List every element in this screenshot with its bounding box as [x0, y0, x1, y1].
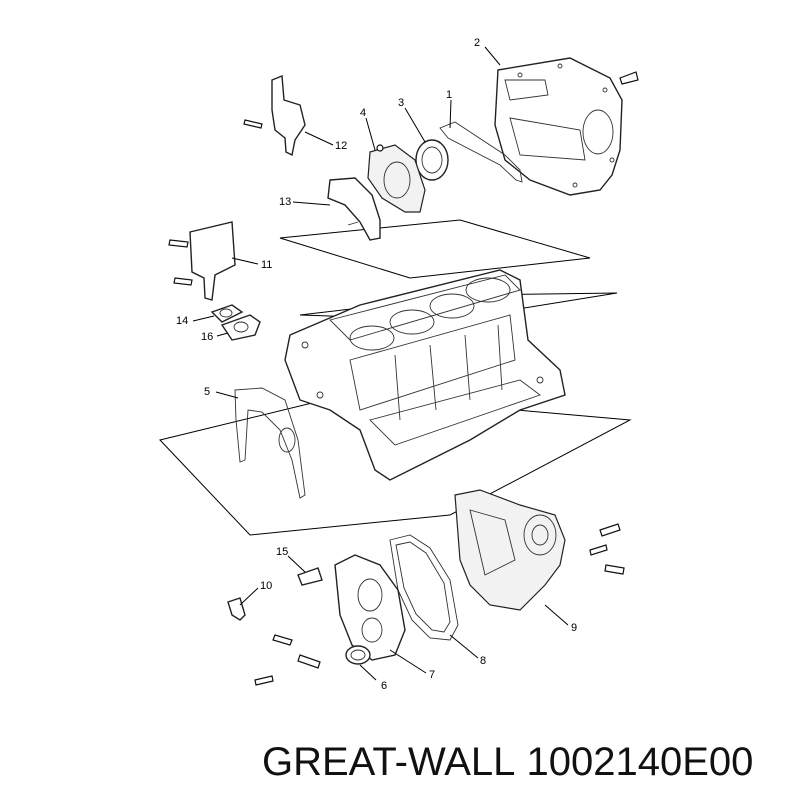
- upper-assembly-plane: [279, 219, 591, 279]
- part-14-flange: [210, 304, 244, 323]
- callout-16: 16: [201, 331, 213, 343]
- part-9-timing-chain-case: [454, 489, 625, 611]
- part-6-front-oil-seal: [345, 645, 371, 665]
- callout-2: 2: [474, 37, 480, 49]
- part-11-bracket: [168, 221, 236, 301]
- callout-13: 13: [279, 196, 291, 208]
- brand-name: GREAT-WALL: [262, 740, 516, 784]
- callout-12: 12: [335, 140, 347, 152]
- callout-9: 9: [571, 622, 577, 634]
- callout-4: 4: [360, 107, 366, 119]
- part-number: 1002140E00: [526, 740, 754, 784]
- part-12-bracket: [243, 74, 306, 157]
- part-7-front-cover: [334, 554, 406, 661]
- engine-cylinder-block: [284, 269, 566, 481]
- part-2-rear-plate: [494, 57, 639, 196]
- callout-15: 15: [276, 546, 288, 558]
- part-4-seal-retainer: [367, 144, 426, 213]
- callout-3: 3: [398, 97, 404, 109]
- part-15-clip: [297, 567, 323, 586]
- part-13-half-plate: [327, 177, 381, 241]
- part-8-timing-case-gasket: [389, 534, 459, 641]
- part-3-rear-oil-seal: [415, 139, 449, 181]
- callout-11: 11: [261, 259, 272, 271]
- callout-8: 8: [480, 655, 486, 667]
- callout-1: 1: [446, 89, 452, 101]
- callout-14: 14: [176, 315, 188, 327]
- part-caption: GREAT-WALL 1002140E00: [262, 732, 792, 792]
- leader-lines: [192, 46, 569, 681]
- part-16-gasket: [220, 314, 261, 341]
- part-10-small-bracket: [227, 597, 246, 621]
- callout-7: 7: [429, 669, 435, 681]
- part-5-front-gasket: [234, 387, 306, 499]
- part-1-rear-gasket: [439, 121, 523, 183]
- callout-5: 5: [204, 386, 210, 398]
- front-cover-bolts: [254, 634, 321, 686]
- callout-6: 6: [381, 680, 387, 692]
- callout-10: 10: [260, 580, 272, 592]
